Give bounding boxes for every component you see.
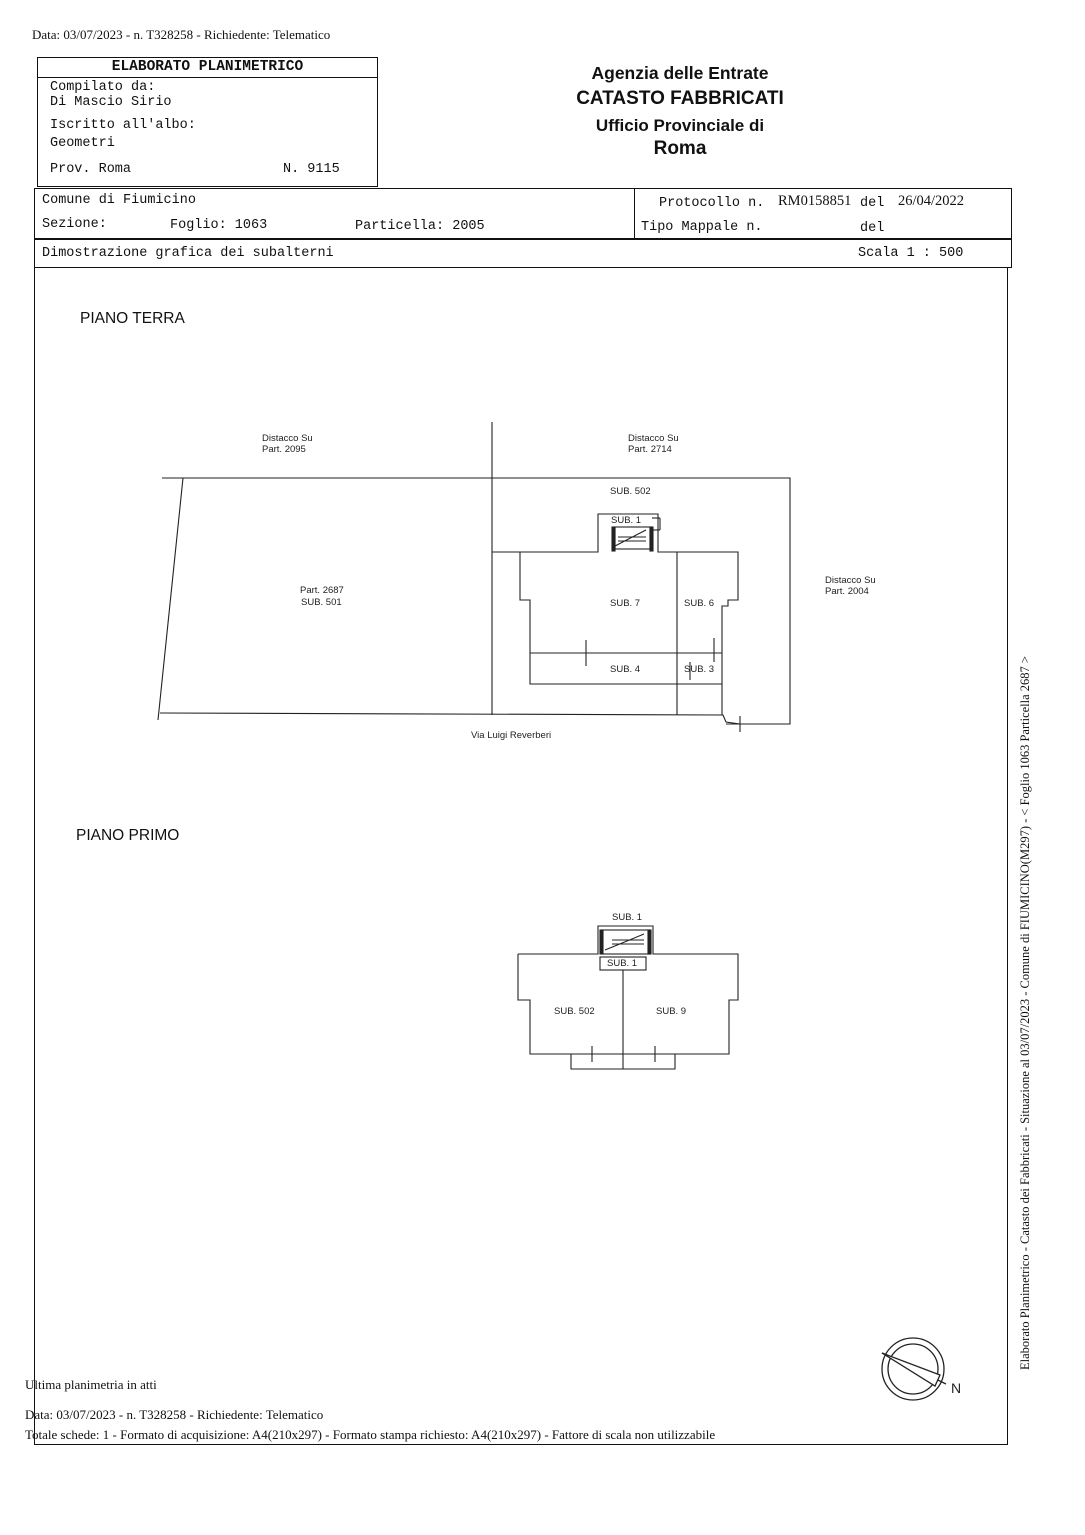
ufficio-city: Roma: [653, 138, 707, 159]
label-distacco-2095: Distacco Su: [262, 433, 313, 444]
label-sub-7: SUB. 7: [610, 598, 640, 609]
info-divider: [634, 188, 635, 239]
first-floor-stair: [601, 929, 651, 955]
protocollo-label: Protocollo n.: [659, 196, 765, 211]
piano-terra-label: PIANO TERRA: [80, 310, 185, 327]
footer-data-line: Data: 03/07/2023 - n. T328258 - Richiede…: [25, 1407, 324, 1422]
label-sub-502-first: SUB. 502: [554, 1006, 595, 1017]
label-sub-1-landing: SUB. 1: [607, 958, 637, 969]
north-label: N: [951, 1380, 961, 1396]
ufficio-label: Ufficio Provinciale di: [595, 116, 765, 135]
compilato-name: Di Mascio Sirio: [50, 95, 172, 110]
street-edge: [159, 712, 741, 725]
drawing-frame: [34, 268, 1008, 1445]
side-caption: Elaborato Planimetrico - Catasto dei Fab…: [1018, 656, 1032, 1370]
comune: Comune di Fiumicino: [42, 193, 196, 208]
document-header: Data: 03/07/2023 - n. T328258 - Richiede…: [32, 27, 331, 42]
compilato-label: Compilato da:: [50, 80, 156, 95]
foglio: Foglio: 1063: [170, 218, 268, 233]
piano-primo-label: PIANO PRIMO: [76, 827, 180, 844]
label-sub-4: SUB. 4: [610, 664, 640, 675]
lot-outline: [162, 477, 791, 725]
label-part-2095: Part. 2095: [262, 444, 306, 455]
province: Prov. Roma: [50, 162, 132, 177]
label-sub-6: SUB. 6: [684, 598, 714, 609]
protocollo-number: RM0158851: [778, 193, 852, 209]
balcony: [570, 1054, 676, 1070]
landing: [599, 956, 647, 971]
label-sub-501: SUB. 501: [301, 597, 342, 608]
iscritto-label: Iscritto all'albo:: [50, 118, 196, 133]
label-sub-9: SUB. 9: [656, 1006, 686, 1017]
label-sub-1-upper: SUB. 1: [612, 912, 642, 923]
label-distacco-2004: Distacco Su: [825, 575, 876, 586]
label-sub-1-ground: SUB. 1: [611, 515, 641, 526]
elaborato-divider: [37, 77, 378, 78]
catasto-title: CATASTO FABBRICATI: [576, 88, 784, 109]
registration-number: N. 9115: [283, 162, 340, 177]
sezione-label: Sezione:: [42, 217, 107, 232]
lot-left-edge: [157, 477, 184, 721]
info-box: [34, 188, 1012, 239]
north-arrow: [881, 1337, 947, 1401]
dimostrazione-label: Dimostrazione grafica dei subalterni: [42, 246, 334, 261]
piano-primo-plan: [517, 925, 739, 1070]
agency-name: Agenzia delle Entrate: [591, 63, 769, 83]
building-right: [492, 513, 739, 715]
label-part-2004: Part. 2004: [825, 586, 869, 597]
ultima-planimetria: Ultima planimetria in atti: [25, 1377, 157, 1392]
scale-label: Scala 1 : 500: [858, 246, 964, 261]
protocollo-date: 26/04/2022: [898, 193, 965, 209]
label-street: Via Luigi Reverberi: [471, 730, 551, 741]
elaborato-box: [37, 57, 378, 187]
label-part-2687: Part. 2687: [300, 585, 344, 596]
first-floor-outline: [517, 925, 739, 1055]
tipo-mappale-del: del: [860, 221, 885, 236]
footer-totale-line: Totale schede: 1 - Formato di acquisizio…: [25, 1427, 716, 1442]
building-left: [519, 552, 722, 685]
protocollo-del-label: del: [860, 196, 885, 211]
iscritto-value: Geometri: [50, 136, 115, 151]
particella: Particella: 2005: [355, 219, 485, 234]
elaborato-title: ELABORATO PLANIMETRICO: [111, 59, 304, 75]
dimostrazione-box: [34, 239, 1012, 268]
label-sub-3: SUB. 3: [684, 664, 714, 675]
piano-terra-plan: [157, 422, 791, 732]
label-sub-502-ground: SUB. 502: [610, 486, 651, 497]
label-distacco-2714: Distacco Su: [628, 433, 679, 444]
tipo-mappale: Tipo Mappale n.: [641, 220, 763, 235]
label-part-2714: Part. 2714: [628, 444, 672, 455]
